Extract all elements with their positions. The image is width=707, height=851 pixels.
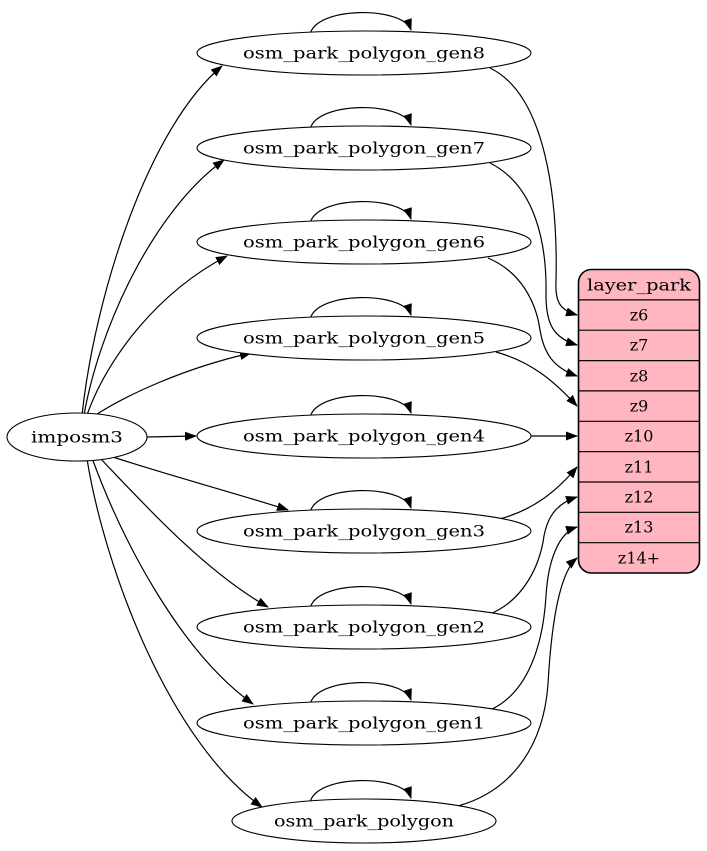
row-z14plus: z14+ xyxy=(618,549,660,568)
edge-gen8-z6 xyxy=(489,67,578,317)
node-osm-park-polygon-gen3: osm_park_polygon_gen3 xyxy=(196,508,532,554)
edges-to-layer xyxy=(457,67,578,807)
layer-park-table: layer_park z6 z7 z8 z9 z10 z11 z12 z13 z… xyxy=(577,268,701,574)
layer-park-header: layer_park xyxy=(587,276,691,295)
edge-imposm3-polygon xyxy=(86,458,263,808)
node-osm-park-polygon-gen2-label: osm_park_polygon_gen2 xyxy=(243,618,485,637)
node-imposm3: imposm3 xyxy=(6,412,148,462)
node-osm-park-polygon-gen8: osm_park_polygon_gen8 xyxy=(196,30,532,76)
edge-polygon-z14 xyxy=(457,557,578,807)
node-osm-park-polygon-gen4-label: osm_park_polygon_gen4 xyxy=(243,427,485,446)
node-osm-park-polygon-label: osm_park_polygon xyxy=(274,812,454,831)
node-osm-park-polygon-gen4: osm_park_polygon_gen4 xyxy=(196,413,532,459)
node-osm-park-polygon-gen7: osm_park_polygon_gen7 xyxy=(196,125,532,171)
self-loop-gen1 xyxy=(309,682,412,706)
row-z12: z12 xyxy=(625,488,654,507)
node-osm-park-polygon-gen6: osm_park_polygon_gen6 xyxy=(196,219,532,265)
edge-gen6-z8 xyxy=(487,257,578,377)
row-z6: z6 xyxy=(630,306,649,325)
node-osm-park-polygon-gen5: osm_park_polygon_gen5 xyxy=(196,315,532,361)
edge-gen3-z11 xyxy=(495,466,578,521)
node-osm-park-polygon-gen7-label: osm_park_polygon_gen7 xyxy=(243,139,485,158)
self-loop-gen4 xyxy=(309,395,412,419)
node-osm-park-polygon-gen1: osm_park_polygon_gen1 xyxy=(196,700,532,746)
edge-imposm3-gen1 xyxy=(91,457,254,705)
edge-imposm3-gen8 xyxy=(81,65,223,416)
node-osm-park-polygon-gen5-label: osm_park_polygon_gen5 xyxy=(243,329,485,348)
row-z8: z8 xyxy=(630,367,649,386)
self-loop-gen2 xyxy=(309,586,412,610)
edge-imposm3-gen5 xyxy=(93,351,252,417)
node-osm-park-polygon-gen1-label: osm_park_polygon_gen1 xyxy=(243,714,485,733)
node-osm-park-polygon: osm_park_polygon xyxy=(231,798,497,844)
self-loop-gen6 xyxy=(309,201,412,225)
row-z7: z7 xyxy=(630,336,649,355)
edge-gen5-z9 xyxy=(495,351,578,407)
row-z11: z11 xyxy=(625,458,654,477)
node-imposm3-label: imposm3 xyxy=(31,428,123,447)
edge-imposm3-gen7 xyxy=(83,159,225,416)
row-z9: z9 xyxy=(630,397,649,416)
node-osm-park-polygon-gen2: osm_park_polygon_gen2 xyxy=(196,604,532,650)
edge-imposm3-gen2 xyxy=(99,457,269,608)
edge-gen2-z12 xyxy=(489,496,578,615)
node-osm-park-polygon-gen3-label: osm_park_polygon_gen3 xyxy=(243,522,485,541)
self-loop-gen5 xyxy=(309,297,412,321)
self-loop-polygon xyxy=(309,780,412,804)
self-loop-gen7 xyxy=(309,107,412,131)
row-z13: z13 xyxy=(625,518,654,537)
row-z10: z10 xyxy=(625,427,654,446)
self-loop-gen8 xyxy=(309,12,412,36)
edge-imposm3-gen6 xyxy=(86,255,228,416)
edge-gen7-z7 xyxy=(489,162,578,347)
self-loop-gen3 xyxy=(309,490,412,514)
edges-from-source xyxy=(81,65,289,808)
edge-gen1-z13 xyxy=(489,526,578,711)
edge-imposm3-gen3 xyxy=(109,455,289,511)
edge-imposm3-gen4 xyxy=(146,431,197,441)
node-osm-park-polygon-gen8-label: osm_park_polygon_gen8 xyxy=(243,44,485,63)
self-loops xyxy=(309,12,412,804)
node-osm-park-polygon-gen6-label: osm_park_polygon_gen6 xyxy=(243,233,485,252)
